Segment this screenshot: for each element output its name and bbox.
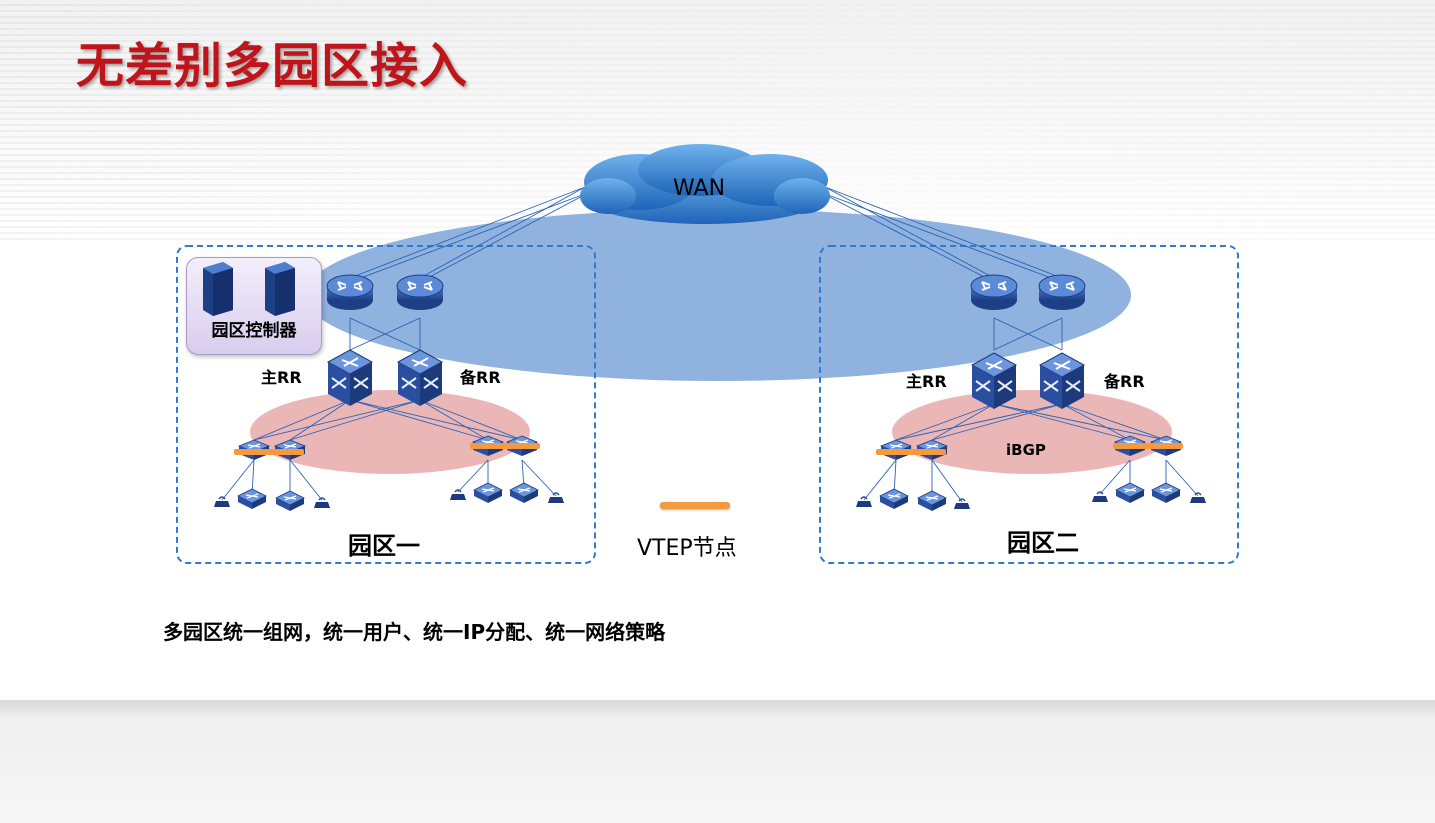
- campus1-access-point: [213, 496, 231, 508]
- summary-text: 多园区统一组网，统一用户、统一IP分配、统一网络策略: [163, 620, 666, 644]
- campus1-access-switch: [275, 490, 305, 512]
- campus1-primary-rr-label: 主RR: [261, 368, 302, 387]
- campus1-boundary: [176, 245, 596, 564]
- vtep-legend-swatch: [660, 502, 730, 509]
- campus2-access-switch: [1151, 482, 1181, 504]
- campus1-egress-router-2: [396, 274, 444, 311]
- vtep-marker: [470, 443, 540, 449]
- background-floor: [0, 700, 1435, 823]
- campus2-backup-rr-label: 备RR: [1104, 372, 1145, 391]
- campus2-access-switch: [879, 488, 909, 510]
- campus2-access-switch: [917, 490, 947, 512]
- wan-label: WAN: [673, 176, 726, 201]
- vtep-marker: [876, 449, 946, 455]
- campus1-access-point: [547, 492, 565, 504]
- campus2-boundary: [819, 245, 1239, 564]
- campus1-access-switch: [237, 488, 267, 510]
- vtep-marker: [1113, 443, 1183, 449]
- campus2-access-point: [953, 498, 971, 510]
- vtep-legend-label: VTEP节点: [637, 536, 737, 561]
- campus1-access-switch: [473, 482, 503, 504]
- server-icon: [203, 262, 295, 316]
- campus2-egress-router-2: [1038, 274, 1086, 311]
- campus2-access-point: [855, 496, 873, 508]
- controller-label: 园区控制器: [211, 321, 297, 341]
- campus1-egress-router-1: [326, 274, 374, 311]
- campus1-name: 园区一: [348, 532, 420, 560]
- campus-controller: 园区控制器: [186, 257, 322, 355]
- campus2-access-switch: [1115, 482, 1145, 504]
- campus2-access-point: [1189, 492, 1207, 504]
- campus1-links: [221, 317, 557, 501]
- wan-links: [349, 186, 1063, 283]
- core-ellipse-campus1: [250, 390, 530, 474]
- wan-overlay-ellipse: [305, 209, 1131, 381]
- core-ellipse-campus2: [892, 390, 1172, 474]
- campus2-egress-router-1: [970, 274, 1018, 311]
- campus2-name: 园区二: [1007, 529, 1079, 557]
- campus2-primary-rr-label: 主RR: [906, 372, 947, 391]
- vtep-marker: [234, 449, 304, 455]
- campus1-backup-rr-label: 备RR: [460, 368, 501, 387]
- slide-title: 无差别多园区接入: [76, 38, 469, 94]
- wan-cloud: [580, 144, 830, 224]
- ibgp-label: iBGP: [1006, 441, 1046, 459]
- campus1-access-switch: [509, 482, 539, 504]
